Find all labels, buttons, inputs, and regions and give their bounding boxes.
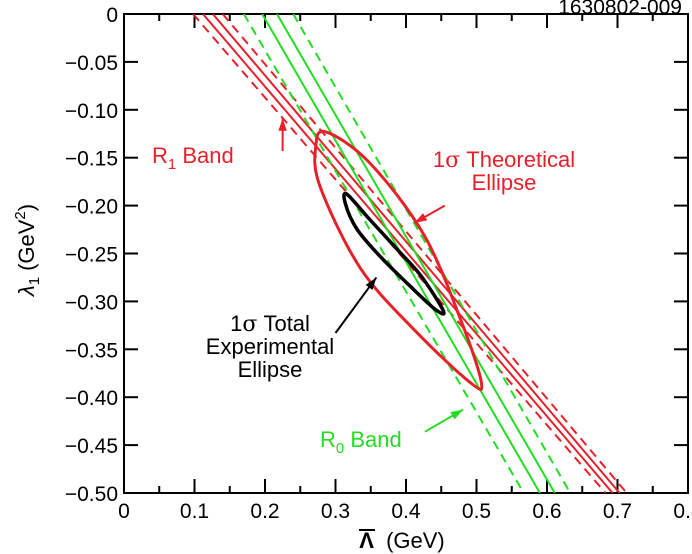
x-tick-label: 0.1 bbox=[180, 500, 209, 523]
y-tick-label: −0.40 bbox=[65, 387, 118, 410]
y-tick-label: −0.50 bbox=[65, 483, 118, 506]
y-tick-label: −0.35 bbox=[65, 339, 118, 362]
band-lines bbox=[192, 14, 628, 493]
r1-band-label-main: R bbox=[152, 143, 168, 168]
x-tick-label: 0.2 bbox=[250, 500, 279, 523]
r0-band-label: R0 Band bbox=[320, 427, 402, 457]
r0-band-solid-line bbox=[276, 14, 556, 493]
x-axis-unit: (GeV) bbox=[386, 528, 445, 553]
theo-label-word: Theoretical bbox=[460, 147, 575, 172]
x-tick-label: 0.5 bbox=[462, 500, 491, 523]
exp-arrow-head bbox=[365, 277, 377, 290]
r1-band-solid-line bbox=[202, 14, 614, 493]
y-tick-label: −0.20 bbox=[65, 196, 118, 219]
exp-label-digit: 1 bbox=[230, 311, 242, 336]
ellipses bbox=[313, 129, 484, 391]
y-axis-unit-open: (GeV bbox=[14, 219, 39, 271]
theo-label-line1: 1σ Theoretical bbox=[433, 147, 575, 173]
x-tick-label: 0.8 bbox=[673, 500, 692, 523]
y-tick-label: −0.10 bbox=[65, 100, 118, 123]
y-tick-label: −0.45 bbox=[65, 435, 118, 458]
r1-band-label: R1 Band bbox=[152, 143, 234, 173]
r1-band-label-rest: Band bbox=[176, 143, 234, 168]
y-tick-label: −0.30 bbox=[65, 291, 118, 314]
r0-band-label-sub: 0 bbox=[336, 440, 344, 457]
theoretical-ellipse bbox=[313, 129, 484, 391]
exp-label-line3: Ellipse bbox=[238, 357, 303, 382]
y-tick-label: −0.25 bbox=[65, 244, 118, 267]
x-tick-label: 0.3 bbox=[321, 500, 350, 523]
x-axis-symbol: Λ bbox=[359, 528, 374, 553]
exp-label-line2: Experimental bbox=[206, 334, 334, 359]
r0-band-arrow-head bbox=[450, 409, 464, 420]
theo-label-line2: Ellipse bbox=[472, 170, 537, 195]
theo-label-digit: 1 bbox=[433, 147, 445, 172]
x-tick-label: 0.4 bbox=[391, 500, 421, 523]
exp-label-sigma: σ bbox=[242, 312, 257, 337]
y-axis-label: λ1 (GeV2) bbox=[12, 204, 43, 297]
r0-band-label-rest: Band bbox=[344, 427, 402, 452]
r0-band-dashed-line bbox=[242, 14, 525, 493]
r1-band-label-sub: 1 bbox=[168, 156, 176, 173]
r1-band-arrow-head bbox=[278, 118, 287, 131]
r0-band-label-main: R bbox=[320, 427, 336, 452]
experimental-ellipse bbox=[342, 191, 446, 316]
y-axis-subscript: 1 bbox=[26, 277, 43, 285]
x-tick-label: 0 bbox=[118, 500, 130, 523]
r1-band-dashed-line bbox=[221, 14, 628, 493]
theo-label-sigma: σ bbox=[445, 148, 460, 173]
y-tick-label: −0.05 bbox=[65, 52, 118, 75]
r0-band-dashed-line bbox=[292, 14, 572, 493]
y-axis-unit-sup: 2 bbox=[12, 211, 29, 219]
figure-id: 1630802-009 bbox=[558, 0, 682, 19]
y-tick-label: 0 bbox=[106, 4, 118, 27]
y-axis-unit-close: ) bbox=[14, 204, 39, 211]
x-tick-label: 0.6 bbox=[532, 500, 561, 523]
axis-ticks: 0 0.1 0.2 0.3 0.4 0.5 0.6 0.7 0.8 0 −0.05 −0.10 −0.1… bbox=[65, 4, 692, 523]
theo-arrow-head bbox=[414, 213, 428, 223]
x-tick-label: 0.7 bbox=[603, 500, 632, 523]
exp-label-line1: 1σ Total bbox=[230, 311, 310, 337]
exp-label-word: Total bbox=[257, 311, 310, 336]
x-axis-label: Λ (GeV) bbox=[359, 528, 445, 553]
plot-frame bbox=[123, 13, 689, 494]
y-axis-symbol: λ bbox=[14, 285, 39, 297]
y-tick-label: −0.15 bbox=[65, 148, 118, 171]
